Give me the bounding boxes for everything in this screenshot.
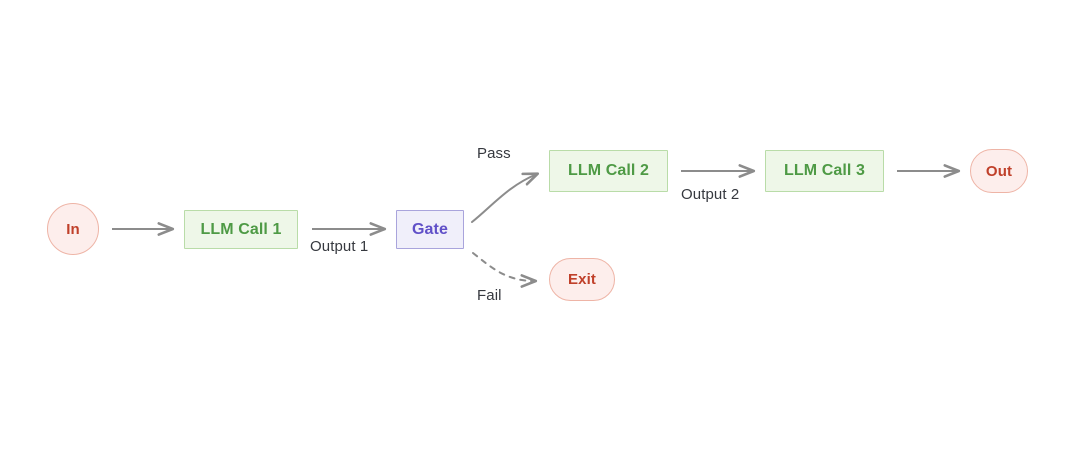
node-exit-label: Exit [568, 271, 596, 288]
edge-gate-to-exit [472, 252, 535, 281]
node-gate[interactable]: Gate [396, 210, 464, 249]
node-llm-call-2-label: LLM Call 2 [567, 162, 649, 179]
node-out-label: Out [985, 162, 1013, 180]
node-in[interactable]: In [47, 203, 99, 255]
node-llm-call-3[interactable]: LLM Call 3 [765, 150, 884, 192]
node-llm-call-1[interactable]: LLM Call 1 [184, 210, 298, 249]
node-gate-label: Gate [412, 220, 448, 238]
node-exit[interactable]: Exit [549, 258, 615, 301]
edge-label-pass: Pass [477, 145, 511, 162]
node-out[interactable]: Out [970, 149, 1028, 193]
edge-label-fail: Fail [477, 287, 502, 304]
edge-label-output-2: Output 2 [681, 186, 740, 203]
edge-label-output-1: Output 1 [310, 238, 369, 255]
node-in-label: In [66, 220, 80, 238]
node-llm-call-2[interactable]: LLM Call 2 [549, 150, 668, 192]
edge-gate-to-call2 [471, 174, 537, 223]
node-llm-call-3-label: LLM Call 3 [783, 162, 865, 179]
node-llm-call-1-label: LLM Call 1 [200, 220, 282, 238]
